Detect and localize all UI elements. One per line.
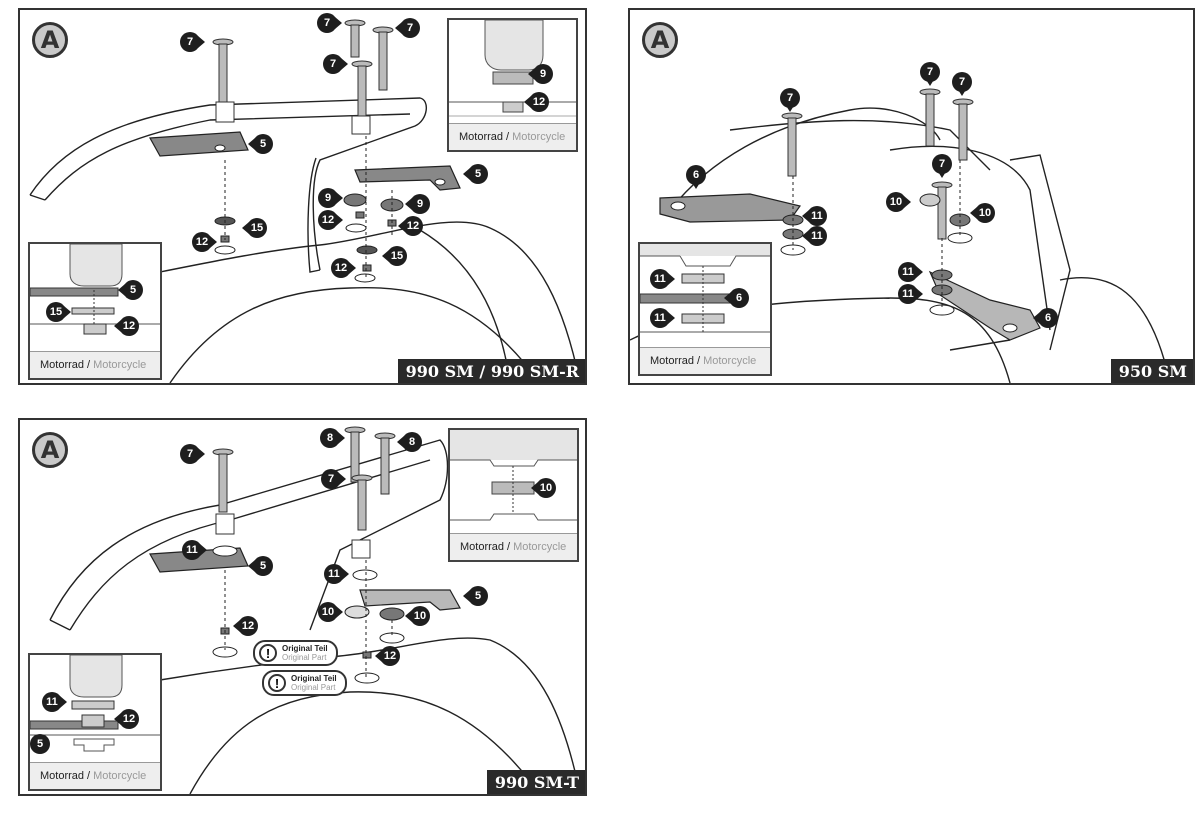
detail-inset: Motorrad/Motorcycle <box>447 18 578 152</box>
panel-990-sm: A Motorrad/Motorcycle Motorrad/Motorcycl… <box>18 8 587 385</box>
badge-a: A <box>32 432 68 468</box>
detail-inset: Motorrad/Motorcycle <box>28 242 162 380</box>
inset-caption: Motorrad/Motorcycle <box>30 351 160 378</box>
detail-inset: Motorrad/Motorcycle <box>28 653 162 791</box>
inset-caption: Motorrad/Motorcycle <box>450 533 577 560</box>
inset-caption: Motorrad/Motorcycle <box>449 123 576 150</box>
detail-inset: Motorrad/Motorcycle <box>638 242 772 376</box>
detail-inset: Motorrad/Motorcycle <box>448 428 579 562</box>
panel-950-sm: A Motorrad/Motorcycle 7 7 7 7 6 6 11 11 … <box>628 8 1195 385</box>
warning-icon: ! <box>259 644 277 662</box>
model-label: 950 SM <box>1110 359 1193 383</box>
warning-icon: ! <box>268 674 286 692</box>
badge-a: A <box>32 22 68 58</box>
inset-caption: Motorrad/Motorcycle <box>640 347 770 374</box>
model-label: 990 SM / 990 SM-R <box>397 359 585 383</box>
model-label: 990 SM-T <box>486 770 585 794</box>
badge-a: A <box>642 22 678 58</box>
inset-caption: Motorrad/Motorcycle <box>30 762 160 789</box>
assembly-drawing <box>630 88 1171 383</box>
panel-990-sm-t: A Motorrad/Motorcycle Motorrad/Motorcycl… <box>18 418 587 796</box>
